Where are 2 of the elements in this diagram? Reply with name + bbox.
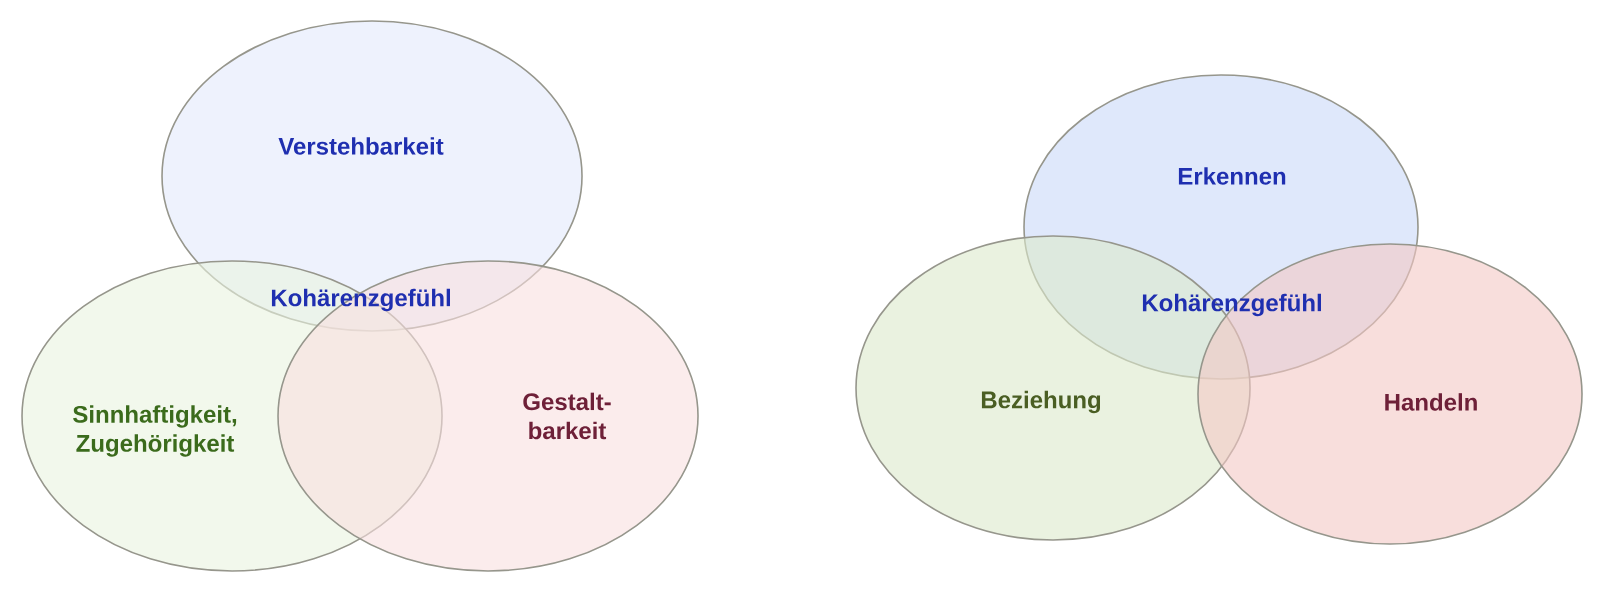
center-label: Kohärenzgefühl <box>1142 293 1321 317</box>
center-label: Kohärenzgefühl <box>271 288 450 312</box>
